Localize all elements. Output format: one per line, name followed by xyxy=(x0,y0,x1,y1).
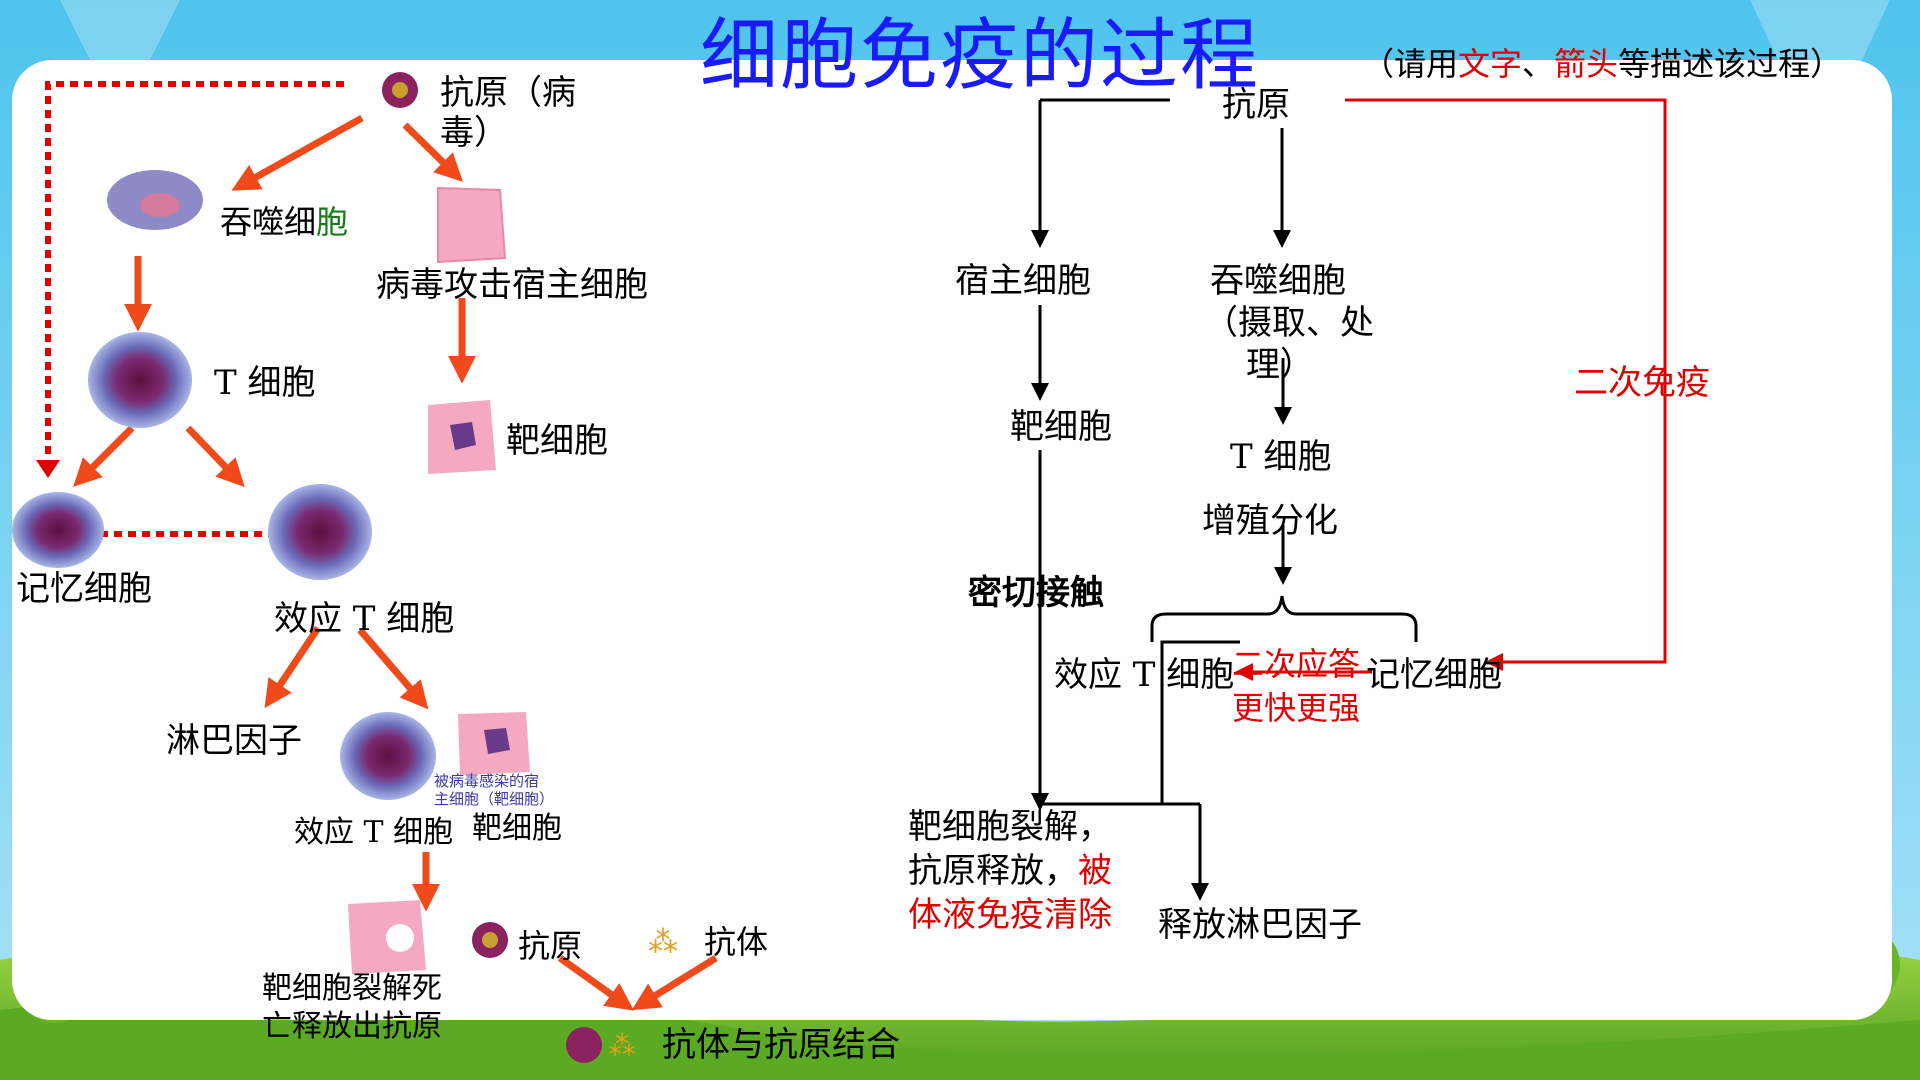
flow-lysis-2: 抗原释放，被 xyxy=(908,850,1112,893)
flow-lysis-2-red: 被 xyxy=(1078,851,1112,891)
label-virus-attack: 病毒攻击宿主细胞 xyxy=(376,265,648,305)
svg-text:⁂: ⁂ xyxy=(608,1029,636,1062)
slide-title: 细胞免疫的过程 xyxy=(700,11,1261,101)
flow-target-cell: 靶细胞 xyxy=(1010,407,1112,447)
label-antigen: 抗原 xyxy=(518,927,583,965)
label-lysis-2: 亡释放出抗原 xyxy=(262,1009,442,1044)
label-effector-t-cell: 效应 T 细胞 xyxy=(274,599,455,639)
svg-text:⁂: ⁂ xyxy=(648,925,678,960)
black-flow-lines xyxy=(1031,98,1418,901)
flow-effector: 效应 T 细胞 xyxy=(1054,655,1235,695)
flow-t-cell: T 细胞 xyxy=(1230,437,1332,477)
label-target-cell: 靶细胞 xyxy=(506,421,608,461)
label-antibody: 抗体 xyxy=(704,923,769,961)
flow-phagocyte-note-2: 理） xyxy=(1246,345,1314,385)
flow-proliferate: 增殖分化 xyxy=(1202,501,1338,541)
instruction-red-1: 文字 xyxy=(1458,45,1523,83)
label-lysis-1: 靶细胞裂解死 xyxy=(262,971,442,1006)
label-antigen-virus-1: 抗原（病 xyxy=(440,73,576,113)
infected-caption-1: 被病毒感染的宿 xyxy=(434,772,540,790)
flow-memory: 记忆细胞 xyxy=(1366,655,1502,695)
instruction-prefix: （请用 xyxy=(1362,45,1459,83)
label-binding: 抗体与抗原结合 xyxy=(662,1025,900,1065)
flow-secondary-response-1: 二次应答 xyxy=(1232,645,1361,683)
instruction-suffix: 等描述该过程） xyxy=(1618,45,1843,83)
flow-secondary-immunity: 二次免疫 xyxy=(1574,363,1710,403)
instruction-mid: 、 xyxy=(1522,45,1555,83)
flow-close-contact: 密切接触 xyxy=(968,573,1104,613)
orange-arrows xyxy=(73,114,718,1011)
label-target-cell-2: 靶细胞 xyxy=(472,811,562,846)
label-memory-cell: 记忆细胞 xyxy=(16,569,152,609)
label-phagocyte-main: 吞噬细 xyxy=(220,203,317,241)
dotted-red-paths xyxy=(45,81,344,537)
label-phagocyte-tail: 胞 xyxy=(316,203,349,241)
flow-secondary-response-2: 更快更强 xyxy=(1232,689,1361,727)
label-phagocyte: 吞噬细胞 xyxy=(220,202,348,242)
label-effector-t-cell-2: 效应 T 细胞 xyxy=(294,815,454,850)
flow-lysis-3: 体液免疫清除 xyxy=(908,895,1112,935)
instruction-text: （请用文字、箭头等描述该过程） xyxy=(1362,44,1842,84)
flow-host-cell: 宿主细胞 xyxy=(955,261,1091,301)
flow-antigen: 抗原 xyxy=(1222,85,1290,125)
label-antigen-virus-2: 毒） xyxy=(440,113,508,153)
flow-lysis-2-black: 抗原释放， xyxy=(908,851,1078,891)
infected-caption-2: 主细胞（靶细胞） xyxy=(434,790,555,808)
red-flow-lines xyxy=(1235,98,1667,681)
flow-phagocyte: 吞噬细胞 xyxy=(1210,261,1346,301)
label-t-cell: T 细胞 xyxy=(214,363,316,403)
flow-phagocyte-note-1: （摄取、处 xyxy=(1204,303,1374,343)
flow-lymphokine-release: 释放淋巴因子 xyxy=(1158,905,1362,945)
label-lymphokine: 淋巴因子 xyxy=(166,721,302,761)
flow-lysis-1: 靶细胞裂解， xyxy=(908,807,1112,847)
cell-images: ⁂ ⁂ xyxy=(12,72,678,1063)
instruction-red-2: 箭头 xyxy=(1554,45,1619,83)
